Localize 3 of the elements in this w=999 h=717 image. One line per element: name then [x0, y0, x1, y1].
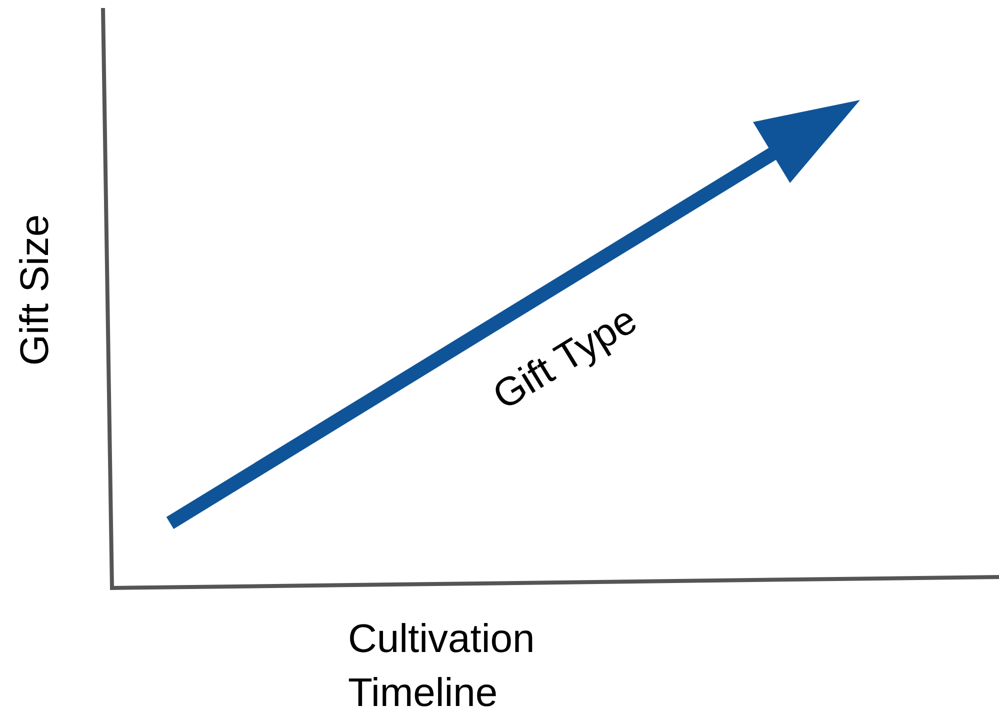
arrow-label: Gift Type	[484, 296, 646, 420]
axis-label: Gift Size	[12, 214, 58, 366]
axis-label: Cultivation Timeline	[348, 616, 536, 717]
